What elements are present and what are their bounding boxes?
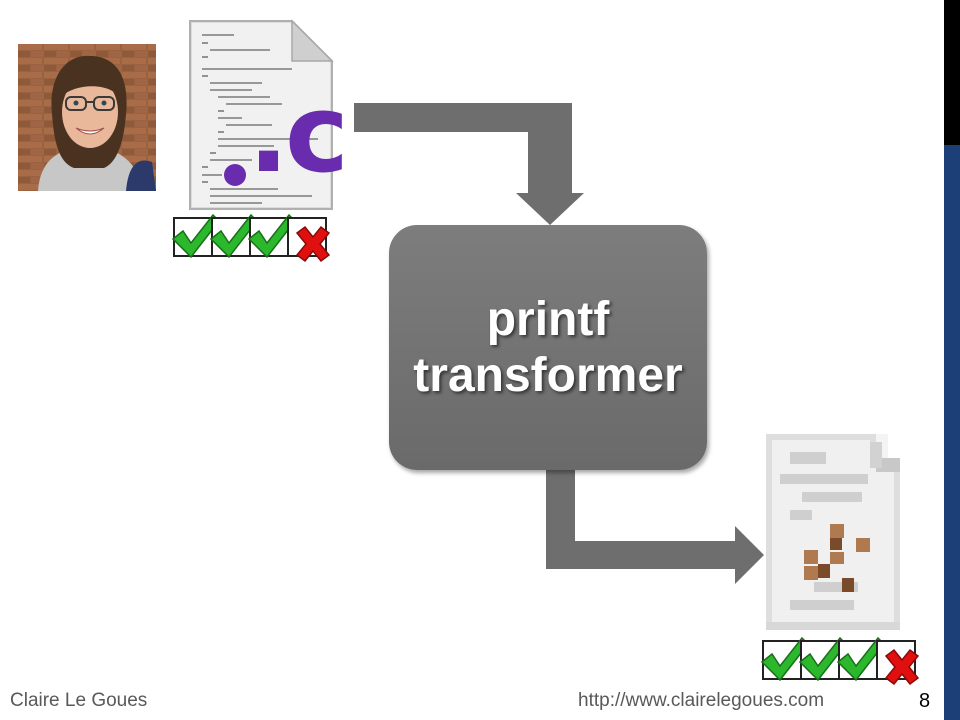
person-photo bbox=[18, 44, 156, 191]
cross-icon bbox=[884, 648, 920, 686]
accent-bar-bottom bbox=[944, 145, 960, 720]
check-icon bbox=[798, 636, 847, 682]
check-icon bbox=[760, 636, 809, 682]
arrow-in bbox=[354, 103, 584, 225]
printf-transformer-box: printf transformer bbox=[389, 225, 707, 470]
c-extension-label: .c bbox=[248, 72, 349, 197]
test-pass bbox=[171, 213, 220, 259]
transformer-label-line1: printf bbox=[486, 292, 610, 346]
check-icon bbox=[209, 213, 258, 259]
pixelated-file-icon bbox=[766, 434, 910, 635]
check-icon bbox=[247, 213, 296, 259]
test-pass bbox=[836, 636, 885, 682]
check-icon bbox=[171, 213, 220, 259]
output-test-results bbox=[760, 636, 920, 686]
c-source-file-icon: .c bbox=[182, 17, 349, 218]
test-pass bbox=[798, 636, 847, 682]
transformer-label: printf transformer bbox=[389, 292, 707, 404]
check-icon bbox=[836, 636, 885, 682]
test-fail bbox=[287, 217, 331, 263]
test-fail bbox=[876, 640, 920, 686]
input-test-results bbox=[171, 213, 331, 263]
footer-author: Claire Le Goues bbox=[10, 690, 148, 711]
accent-bar-top bbox=[944, 0, 960, 145]
page-number: 8 bbox=[919, 690, 931, 712]
transformer-label-line2: transformer bbox=[413, 348, 683, 402]
cross-icon bbox=[295, 225, 331, 263]
test-pass bbox=[760, 636, 809, 682]
arrow-out bbox=[546, 470, 764, 584]
test-pass bbox=[209, 213, 258, 259]
footer-url-link[interactable]: http://www.clairelegoues.com bbox=[578, 690, 825, 711]
test-pass bbox=[247, 213, 296, 259]
